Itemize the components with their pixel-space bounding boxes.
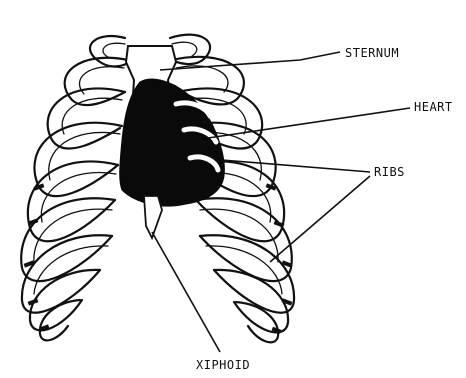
label-sternum: STERNUM xyxy=(345,46,399,60)
right-rib-1-inner xyxy=(172,42,197,56)
left-rib-1-inner xyxy=(103,43,125,58)
right-rib-9 xyxy=(236,302,278,342)
left-rib-5-inner xyxy=(41,173,116,222)
ribs-leader-2 xyxy=(270,176,370,262)
label-heart: HEART xyxy=(414,100,453,114)
label-ribs: RIBS xyxy=(374,165,405,179)
left-rib-9 xyxy=(40,300,80,340)
xiphoid-leader xyxy=(152,232,220,352)
sternum-leader xyxy=(160,52,340,70)
label-xiphoid: XIPHOID xyxy=(196,358,250,372)
xiphoid-process xyxy=(144,196,162,238)
ribs-leader-1 xyxy=(222,160,370,172)
heart-leader xyxy=(208,108,410,138)
